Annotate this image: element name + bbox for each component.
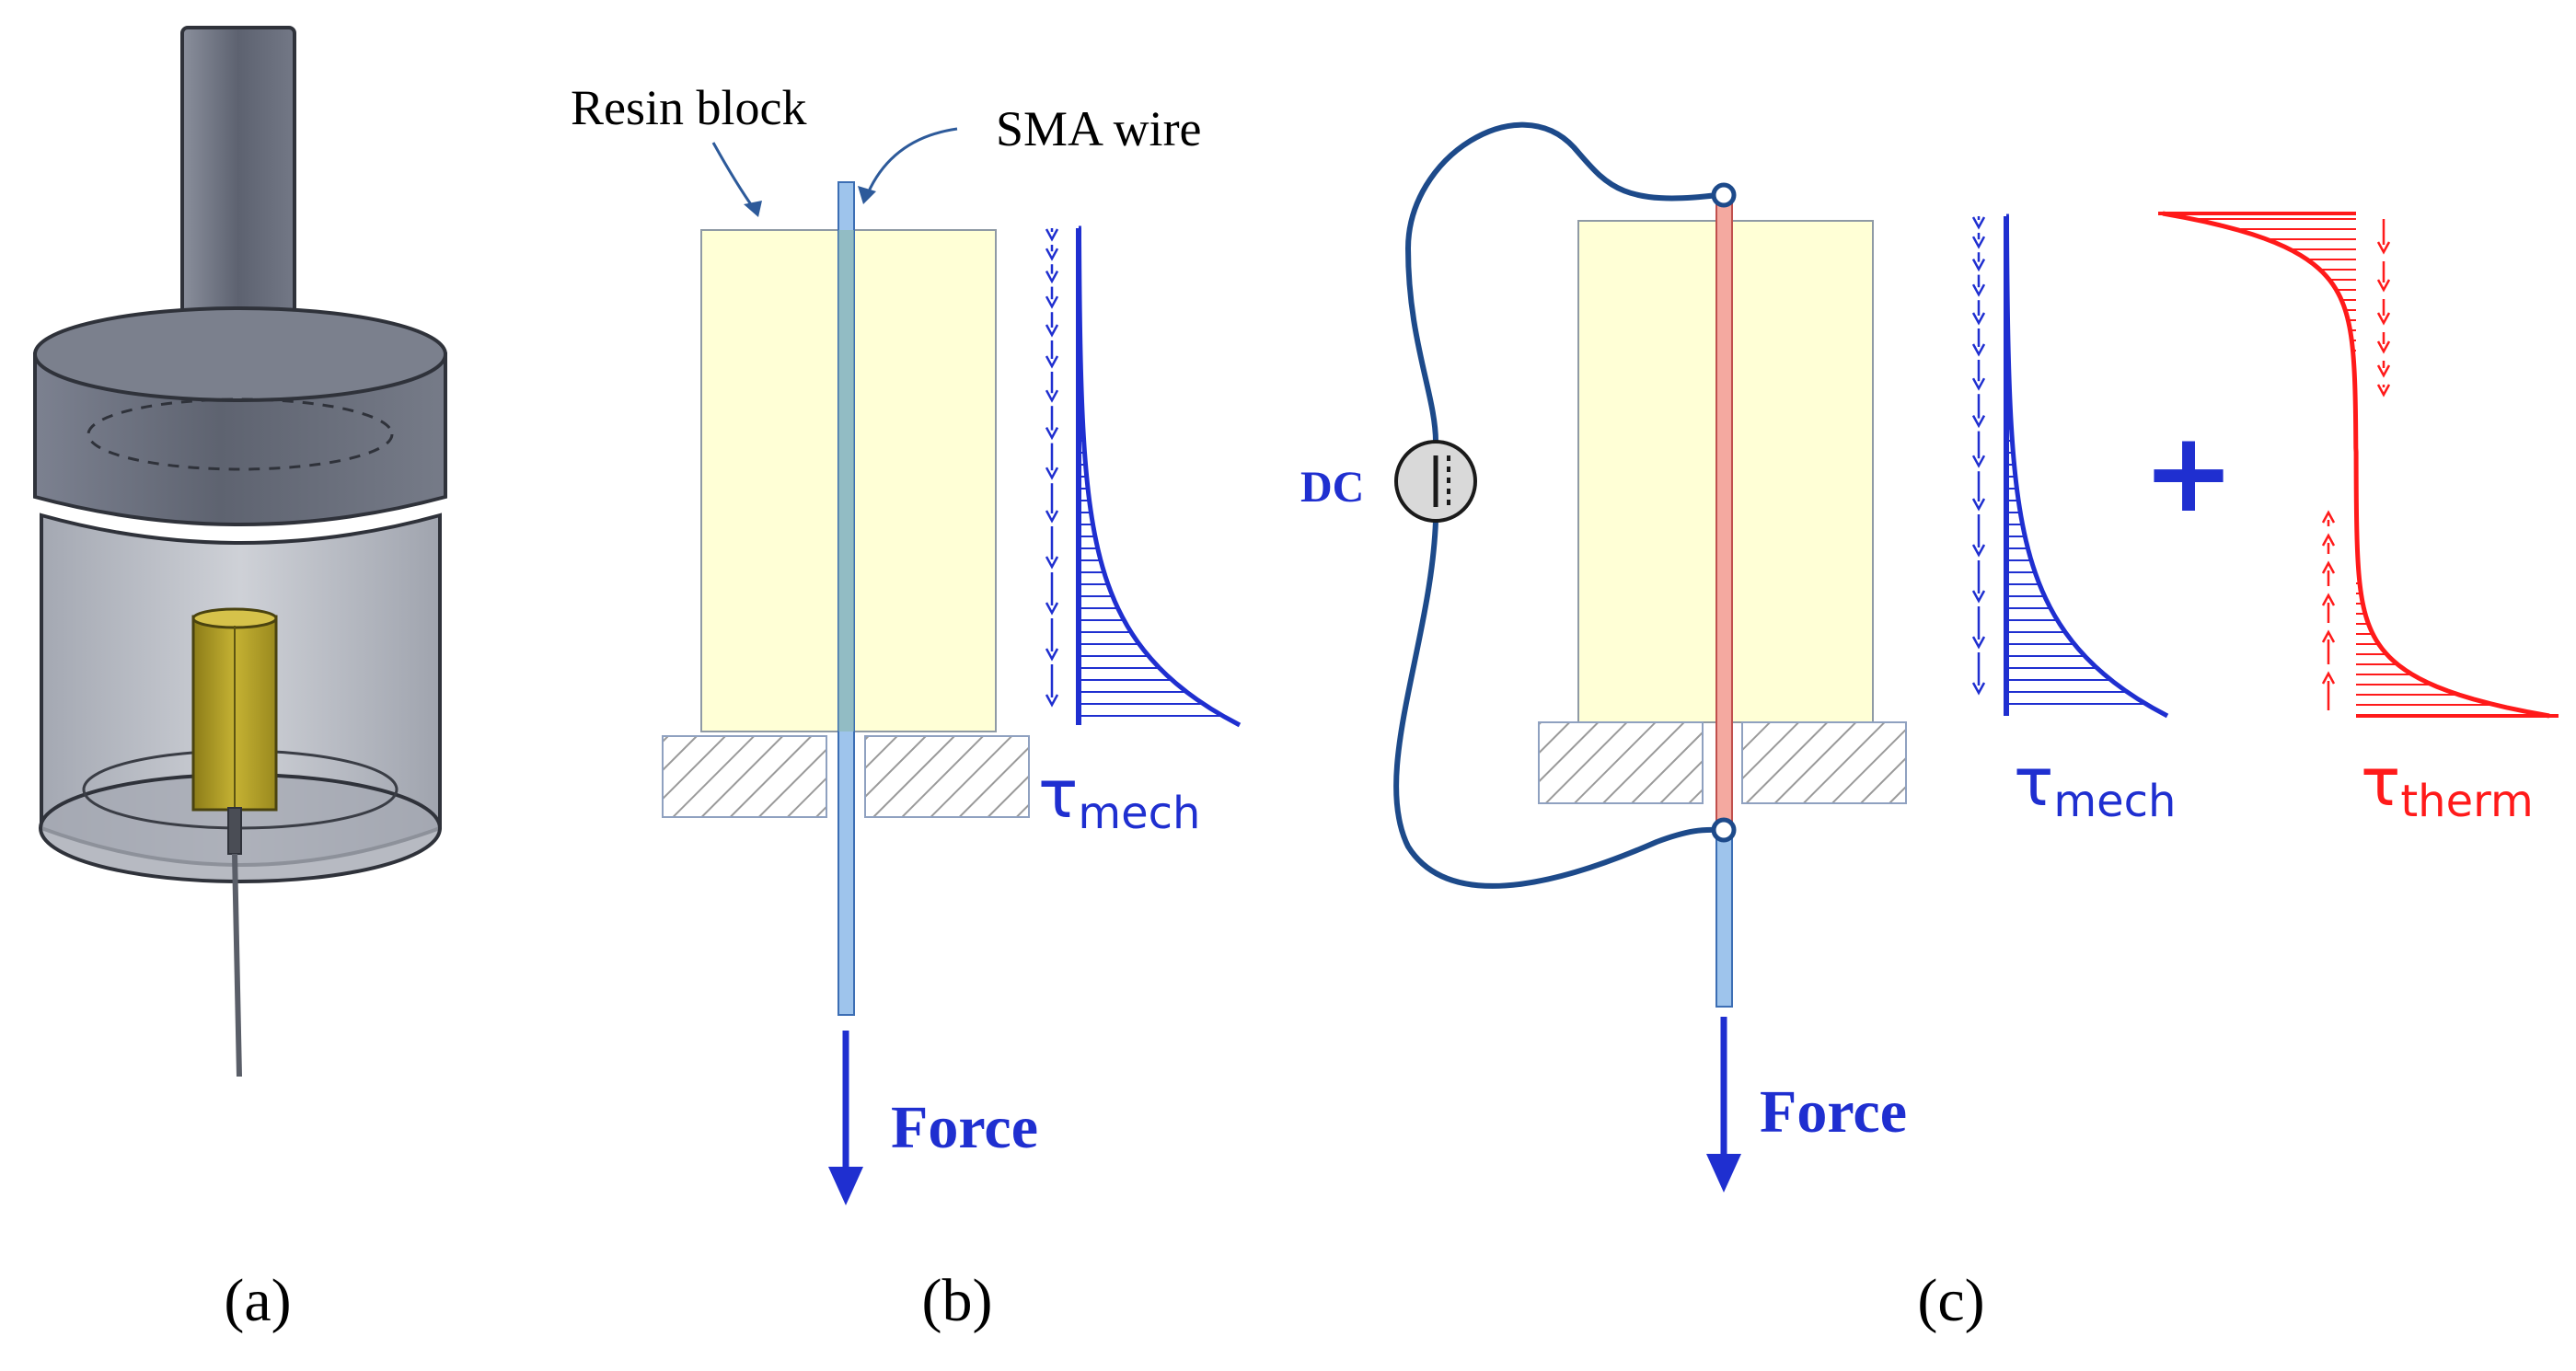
sma-wire-pointer-arrow [866, 127, 958, 194]
panel-a-illustration [33, 26, 447, 1077]
sma-wire [1715, 829, 1733, 1008]
panel-b-shear-profile [1045, 225, 1242, 728]
sma-wire-heated [1715, 194, 1733, 831]
clamp-left [662, 735, 827, 818]
panel-c-mech-shear-profile [1971, 213, 2169, 719]
panel-c-thermal-shear-profile [2158, 211, 2559, 719]
panel-c-tau-therm-label: τtherm [2361, 743, 2534, 827]
panel-b-tau-label: τmech [1038, 755, 1200, 839]
clamp-left [1538, 721, 1704, 804]
panel-c-force-arrow [1706, 1017, 1741, 1192]
top-electrode [1711, 182, 1737, 208]
sma-wire-label: SMA wire [996, 101, 1202, 156]
resin-block-pointer-arrow [711, 142, 757, 211]
panel-c-label: (c) [1917, 1267, 1984, 1334]
panel-b-apparatus [662, 181, 1030, 1016]
plus-sign: + [2143, 409, 2235, 537]
bottom-electrode [1711, 817, 1737, 843]
panel-b-force-label: Force [891, 1094, 1038, 1161]
dc-source-icon [1394, 440, 1477, 523]
dc-circuit-wire [1393, 121, 1718, 889]
dc-label: DC [1300, 463, 1364, 512]
panel-c-apparatus [1538, 194, 1907, 1008]
panel-b-label: (b) [922, 1267, 993, 1334]
clamp-right [864, 735, 1030, 818]
panel-a-label: (a) [224, 1267, 291, 1334]
panel-c-force-label: Force [1760, 1078, 1907, 1146]
clamp-right [1741, 721, 1907, 804]
panel-c-tau-mech-label: τmech [2014, 743, 2176, 827]
panel-b-force-arrow [828, 1031, 863, 1205]
resin-block-label: Resin block [571, 80, 806, 135]
